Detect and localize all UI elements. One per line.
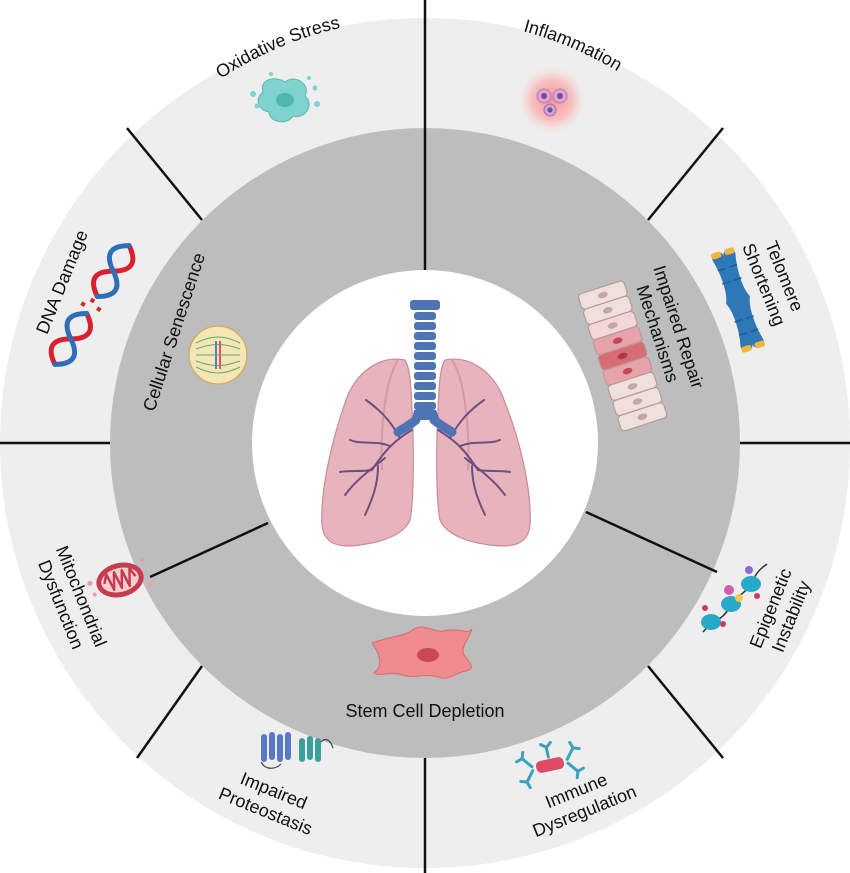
epithelium-icon [577, 280, 668, 432]
oxidative-cell-icon [250, 72, 320, 123]
antibody-cell-icon [515, 740, 585, 790]
inner-dividers [149, 128, 718, 579]
stem-cell-icon [371, 626, 473, 679]
center-disc [252, 270, 598, 616]
misfolded-protein-icon [260, 732, 334, 769]
chromosome-icon [711, 247, 765, 353]
senescent-cell-icon [188, 325, 248, 385]
inflamed-cells-icon [518, 66, 586, 134]
broken-dna-icon [48, 243, 136, 367]
stem-cell-depletion-label: Stem Cell Depletion [345, 701, 504, 721]
mitochondria-icon [87, 558, 153, 598]
nucleosome-icon [701, 563, 768, 633]
lungs-icon [321, 300, 531, 547]
